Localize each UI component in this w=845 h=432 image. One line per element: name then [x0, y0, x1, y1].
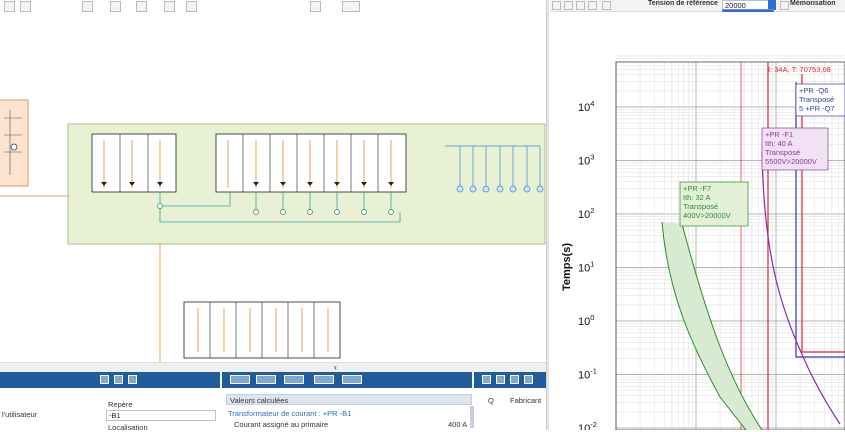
memorize-button[interactable]: Mémorisation — [790, 0, 836, 7]
collapse-handle-icon[interactable]: ‹ — [334, 362, 337, 372]
annotation-f7: +PR -F7 Ith: 32 A Transposé 400V>20000V — [679, 181, 749, 227]
svg-text:Ith: 32 A: Ith: 32 A — [683, 193, 711, 202]
y-tick-label: 104 — [578, 99, 594, 114]
grid-icon[interactable] — [342, 375, 362, 384]
green-band — [662, 222, 762, 430]
tool-icon[interactable] — [164, 1, 175, 12]
tool-icon[interactable] — [524, 375, 533, 384]
zoom-icon[interactable] — [602, 1, 611, 10]
svg-text:5 +PR -Q7: 5 +PR -Q7 — [799, 104, 835, 113]
tcc-chart[interactable]: Temps(s) 104 103 102 101 100 10-1 10-2 I: 34A,… — [550, 12, 845, 432]
green-curve-lower — [661, 221, 747, 431]
horizontal-scrollbar[interactable]: ‹ — [0, 362, 546, 372]
y-tick-label: 100 — [578, 313, 594, 328]
column-fabricant[interactable]: Fabricant — [510, 396, 542, 405]
cursor-readout: I: 34A, T: 70753,08 — [768, 65, 831, 74]
y-tick-labels: 104 103 102 101 100 10-1 10-2 — [578, 99, 597, 432]
source-block — [0, 99, 29, 187]
tool-icon[interactable] — [110, 1, 121, 12]
repere-label: Repère — [108, 400, 133, 409]
annotation-f1: +PR -F1 Ith: 40 A Transposé 5500V>20000V — [761, 127, 829, 171]
chart-svg[interactable]: Temps(s) 104 103 102 101 100 10-1 10-2 I: 34A,… — [550, 12, 845, 432]
repere-field[interactable]: -B1 — [106, 410, 216, 421]
y-tick-label: 10-1 — [578, 367, 597, 382]
schematic-drawing[interactable] — [0, 0, 546, 372]
svg-text:Transposé: Transposé — [683, 202, 718, 211]
close-icon[interactable] — [128, 375, 137, 384]
svg-text:+PR -Q6: +PR -Q6 — [799, 86, 828, 95]
chart-toolbar: Tension de référence 20000 Mémorisation — [550, 0, 845, 12]
y-tick-label: 102 — [578, 206, 594, 221]
export-icon[interactable] — [314, 375, 334, 384]
tool-icon[interactable] — [588, 1, 597, 10]
list-icon[interactable] — [342, 1, 360, 12]
pane-splitter[interactable] — [546, 0, 549, 430]
svg-text:+PR -F1: +PR -F1 — [765, 130, 793, 139]
green-curve-upper — [681, 223, 763, 431]
chevron-down-icon[interactable] — [768, 0, 776, 10]
chart-icon[interactable] — [284, 375, 304, 384]
y-tick-label: 101 — [578, 260, 594, 275]
pencil-icon[interactable] — [100, 375, 109, 384]
tool-icon[interactable] — [552, 1, 561, 10]
blue-curve — [795, 82, 845, 358]
tool-icon[interactable] — [82, 1, 93, 12]
y-axis-label: Temps(s) — [561, 243, 573, 291]
tool-icon[interactable] — [136, 1, 147, 12]
y-tick-label: 10-2 — [578, 420, 597, 430]
schematic-toolbar — [0, 0, 546, 14]
svg-text:Transposé: Transposé — [799, 95, 834, 104]
localisation-label: Localisation — [108, 423, 148, 432]
grid-icon[interactable] — [230, 375, 250, 384]
calc-row-value: 400 A — [448, 420, 468, 429]
calc-toolbar — [222, 372, 472, 388]
svg-text:Ith: 40 A: Ith: 40 A — [765, 139, 793, 148]
svg-text:5500V>20000V: 5500V>20000V — [765, 157, 817, 166]
table-icon[interactable] — [256, 375, 276, 384]
tool-icon[interactable] — [576, 1, 585, 10]
location-icon[interactable] — [114, 375, 123, 384]
purple-curve — [761, 151, 841, 425]
tool-icon[interactable] — [20, 1, 31, 12]
svg-text:Transposé: Transposé — [765, 148, 800, 157]
tool-icon[interactable] — [564, 1, 573, 10]
calc-header: Valeurs calculées — [226, 394, 472, 405]
vertical-scrollbar[interactable] — [470, 406, 474, 428]
calc-item-title[interactable]: Transformateur de courant : +PR -B1 — [228, 409, 352, 418]
schematic-canvas[interactable] — [0, 0, 546, 372]
y-tick-label: 103 — [578, 153, 594, 168]
properties-toolbar — [0, 372, 220, 388]
ref-voltage-label: Tension de référence — [648, 0, 718, 7]
tool-icon[interactable] — [496, 375, 505, 384]
svg-text:400V>20000V: 400V>20000V — [683, 211, 731, 220]
arrow-down-icon[interactable] — [186, 1, 197, 12]
tool-icon[interactable] — [4, 1, 15, 12]
tool-icon[interactable] — [310, 1, 321, 12]
calc-row-label: Courant assigné au primaire — [234, 420, 329, 429]
cursor-icon[interactable] — [780, 1, 789, 10]
annotation-q6: +PR -Q6 Transposé 5 +PR -Q7 — [795, 83, 845, 117]
catalog-toolbar — [474, 372, 546, 388]
svg-text:+PR -F7: +PR -F7 — [683, 184, 711, 193]
properties-area: l'utilisateur Repère -B1 Localisation Va… — [0, 372, 546, 432]
user-label: l'utilisateur — [2, 410, 38, 419]
tool-icon[interactable] — [510, 375, 519, 384]
tool-icon[interactable] — [482, 375, 491, 384]
column-q[interactable]: Q — [488, 396, 494, 405]
